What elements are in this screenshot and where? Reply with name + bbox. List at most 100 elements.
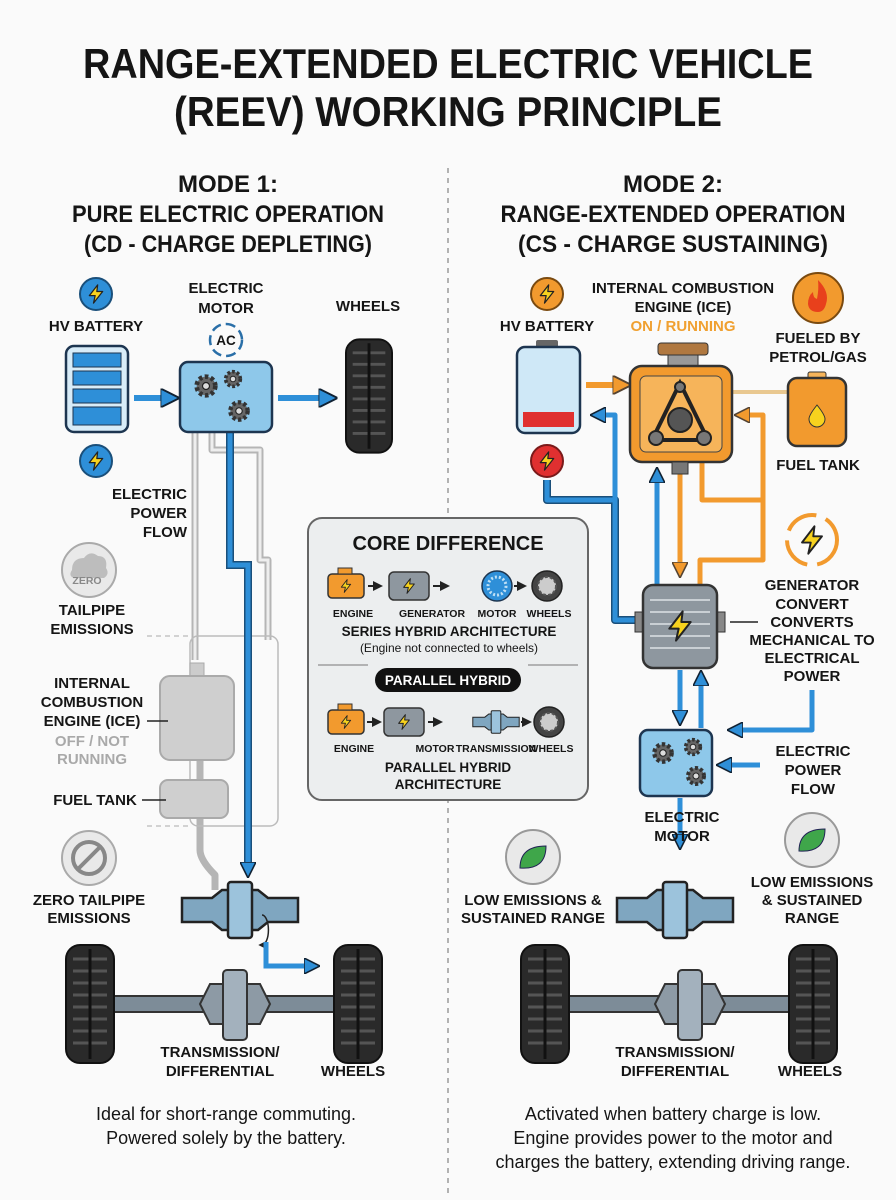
mode2-motor-label-2: MOTOR bbox=[654, 828, 710, 845]
mode1-power-flow-1: ELECTRIC bbox=[112, 486, 187, 503]
fuel-tank-icon bbox=[786, 371, 848, 448]
mode1-motor-label-2: MOTOR bbox=[198, 300, 254, 317]
mode1-power-flow-2: POWER bbox=[130, 505, 187, 522]
mode2-subtitle: (CS - CHARGE SUSTAINING) bbox=[518, 231, 828, 258]
inactive-fuel-tank-icon bbox=[159, 779, 229, 819]
mode2-flow-lines bbox=[543, 385, 815, 842]
series-label-generator: GENERATOR bbox=[399, 608, 466, 620]
leaf-icon bbox=[505, 829, 561, 885]
mode2-generator-1: GENERATOR bbox=[765, 577, 860, 594]
generator-icon bbox=[388, 571, 430, 601]
mode1-power-flow-3: FLOW bbox=[143, 524, 188, 541]
mode2-hv-battery-label: HV BATTERY bbox=[500, 318, 594, 335]
parallel-label-motor: MOTOR bbox=[416, 743, 455, 755]
mode1-fuel-tank-label: FUEL TANK bbox=[53, 792, 137, 809]
parallel-label-wheels: WHEELS bbox=[529, 743, 574, 755]
parallel-label-engine: ENGINE bbox=[334, 743, 374, 755]
leaf-icon bbox=[784, 812, 840, 868]
flame-icon bbox=[792, 272, 844, 324]
mode2-low-emissions-left-2: SUSTAINED RANGE bbox=[461, 910, 605, 927]
running-engine-icon bbox=[628, 342, 734, 475]
zero-badge: ZERO bbox=[72, 575, 101, 587]
mode1-caption-2: Powered solely by the battery. bbox=[106, 1128, 346, 1148]
mode1-wheels-bottom-label: WHEELS bbox=[321, 1063, 385, 1080]
wheel-icon bbox=[345, 337, 393, 455]
mode1-heading: MODE 1: PURE ELECTRIC OPERATION (CD - CH… bbox=[72, 171, 384, 258]
parallel-title-1: PARALLEL HYBRID bbox=[385, 760, 512, 775]
mode2-wheels-bottom-label: WHEELS bbox=[778, 1063, 842, 1080]
mode1-wheels-top-label: WHEELS bbox=[336, 298, 400, 315]
mode1-transmission-icon bbox=[180, 880, 300, 940]
mode1-transmission-2: DIFFERENTIAL bbox=[166, 1063, 274, 1080]
inactive-engine-icon bbox=[159, 662, 235, 761]
mode2-generator-3: CONVERTS bbox=[770, 614, 853, 631]
mode2-name: RANGE-EXTENDED OPERATION bbox=[501, 201, 846, 228]
mode1-ice-status-2: RUNNING bbox=[57, 751, 127, 768]
electric-motor-icon bbox=[178, 360, 274, 434]
mode1-motor-label-1: ELECTRIC bbox=[189, 280, 264, 297]
mode1-transmission-1: TRANSMISSION/ bbox=[160, 1044, 280, 1061]
electric-power-flow-line bbox=[226, 432, 252, 870]
mode1-subtitle: (CD - CHARGE DEPLETING) bbox=[84, 231, 372, 258]
parallel-title-2: ARCHITECTURE bbox=[395, 777, 502, 792]
mode2-low-emissions-right-2: & SUSTAINED bbox=[762, 892, 863, 909]
wheel-icon bbox=[533, 706, 565, 738]
mode2-power-flow-2: POWER bbox=[785, 762, 842, 779]
motor-icon bbox=[481, 570, 513, 602]
mode1-ice-2: COMBUSTION bbox=[41, 694, 144, 711]
mode2-transmission-1: TRANSMISSION/ bbox=[615, 1044, 735, 1061]
electric-motor-icon bbox=[638, 728, 714, 798]
mode2-motor-label-1: ELECTRIC bbox=[645, 809, 720, 826]
full-battery-icon bbox=[64, 344, 130, 434]
mode2-power-flow-1: ELECTRIC bbox=[776, 743, 851, 760]
low-battery-icon bbox=[515, 340, 582, 435]
mode2-generator-4: MECHANICAL TO bbox=[749, 632, 875, 649]
mode2-generator-6: POWER bbox=[784, 668, 841, 685]
mode2-caption-3: charges the battery, extending driving r… bbox=[496, 1152, 851, 1172]
core-title: CORE DIFFERENCE bbox=[352, 533, 543, 555]
mode1-number: MODE 1: bbox=[178, 171, 278, 198]
mode2-transmission-2: DIFFERENTIAL bbox=[621, 1063, 729, 1080]
mode2-low-emissions-right-1: LOW EMISSIONS bbox=[751, 874, 874, 891]
mode2-generator-2: CONVERT bbox=[775, 596, 848, 613]
ac-badge: AC bbox=[216, 333, 236, 348]
series-label-wheels: WHEELS bbox=[527, 608, 572, 620]
mode1-ice-1: INTERNAL bbox=[54, 675, 130, 692]
mode2-heading: MODE 2: RANGE-EXTENDED OPERATION (CS - C… bbox=[501, 171, 846, 258]
mode1-ice-status-1: OFF / NOT bbox=[55, 733, 129, 750]
parallel-hybrid-badge bbox=[375, 668, 521, 692]
mode1-zero-tailpipe-1: ZERO TAILPIPE bbox=[33, 892, 145, 909]
arrow-to-wheels bbox=[263, 942, 312, 966]
series-note: (Engine not connected to wheels) bbox=[360, 641, 538, 655]
mode2-fueled-by-2: PETROL/GAS bbox=[769, 349, 867, 366]
mode2-generator-5: ELECTRICAL bbox=[765, 650, 860, 667]
ac-cycle-icon bbox=[208, 322, 244, 358]
mode2-fuel-tank-label: FUEL TANK bbox=[776, 457, 860, 474]
mode2-number: MODE 2: bbox=[623, 171, 723, 198]
no-emissions-icon bbox=[61, 830, 117, 886]
mode2-ice-2: ENGINE (ICE) bbox=[635, 299, 732, 316]
mode2-transmission-icon bbox=[615, 880, 735, 940]
generator-icon bbox=[634, 583, 726, 670]
engine-icon bbox=[327, 703, 365, 735]
mode2-power-flow-3: FLOW bbox=[791, 781, 836, 798]
series-label-motor: MOTOR bbox=[478, 608, 517, 620]
series-title: SERIES HYBRID ARCHITECTURE bbox=[342, 624, 557, 639]
mode2-caption-1: Activated when battery charge is low. bbox=[525, 1104, 821, 1124]
parallel-badge-text: PARALLEL HYBRID bbox=[385, 673, 512, 688]
engine-icon bbox=[327, 567, 365, 599]
page-title-line-2: (REEV) WORKING PRINCIPLE bbox=[174, 88, 722, 135]
mode1-tailpipe-2: EMISSIONS bbox=[50, 621, 133, 638]
mode1-caption-1: Ideal for short-range commuting. bbox=[96, 1104, 356, 1124]
mode1-tailpipe-1: TAILPIPE bbox=[59, 602, 125, 619]
parallel-label-transmission: TRANSMISSION bbox=[456, 743, 537, 755]
wheel-icon bbox=[531, 570, 563, 602]
mode2-low-emissions-left-1: LOW EMISSIONS & bbox=[464, 892, 602, 909]
core-difference-panel: CORE DIFFERENCE ENGINE GENERATOR MOTOR W… bbox=[307, 517, 589, 801]
page-title-line-1: RANGE-EXTENDED ELECTRIC VEHICLE bbox=[83, 40, 813, 87]
mode2-fueled-by-1: FUELED BY bbox=[775, 330, 860, 347]
motor-icon bbox=[383, 707, 425, 737]
mode1-zero-tailpipe-2: EMISSIONS bbox=[47, 910, 130, 927]
mode2-ice-1: INTERNAL COMBUSTION bbox=[592, 280, 774, 297]
